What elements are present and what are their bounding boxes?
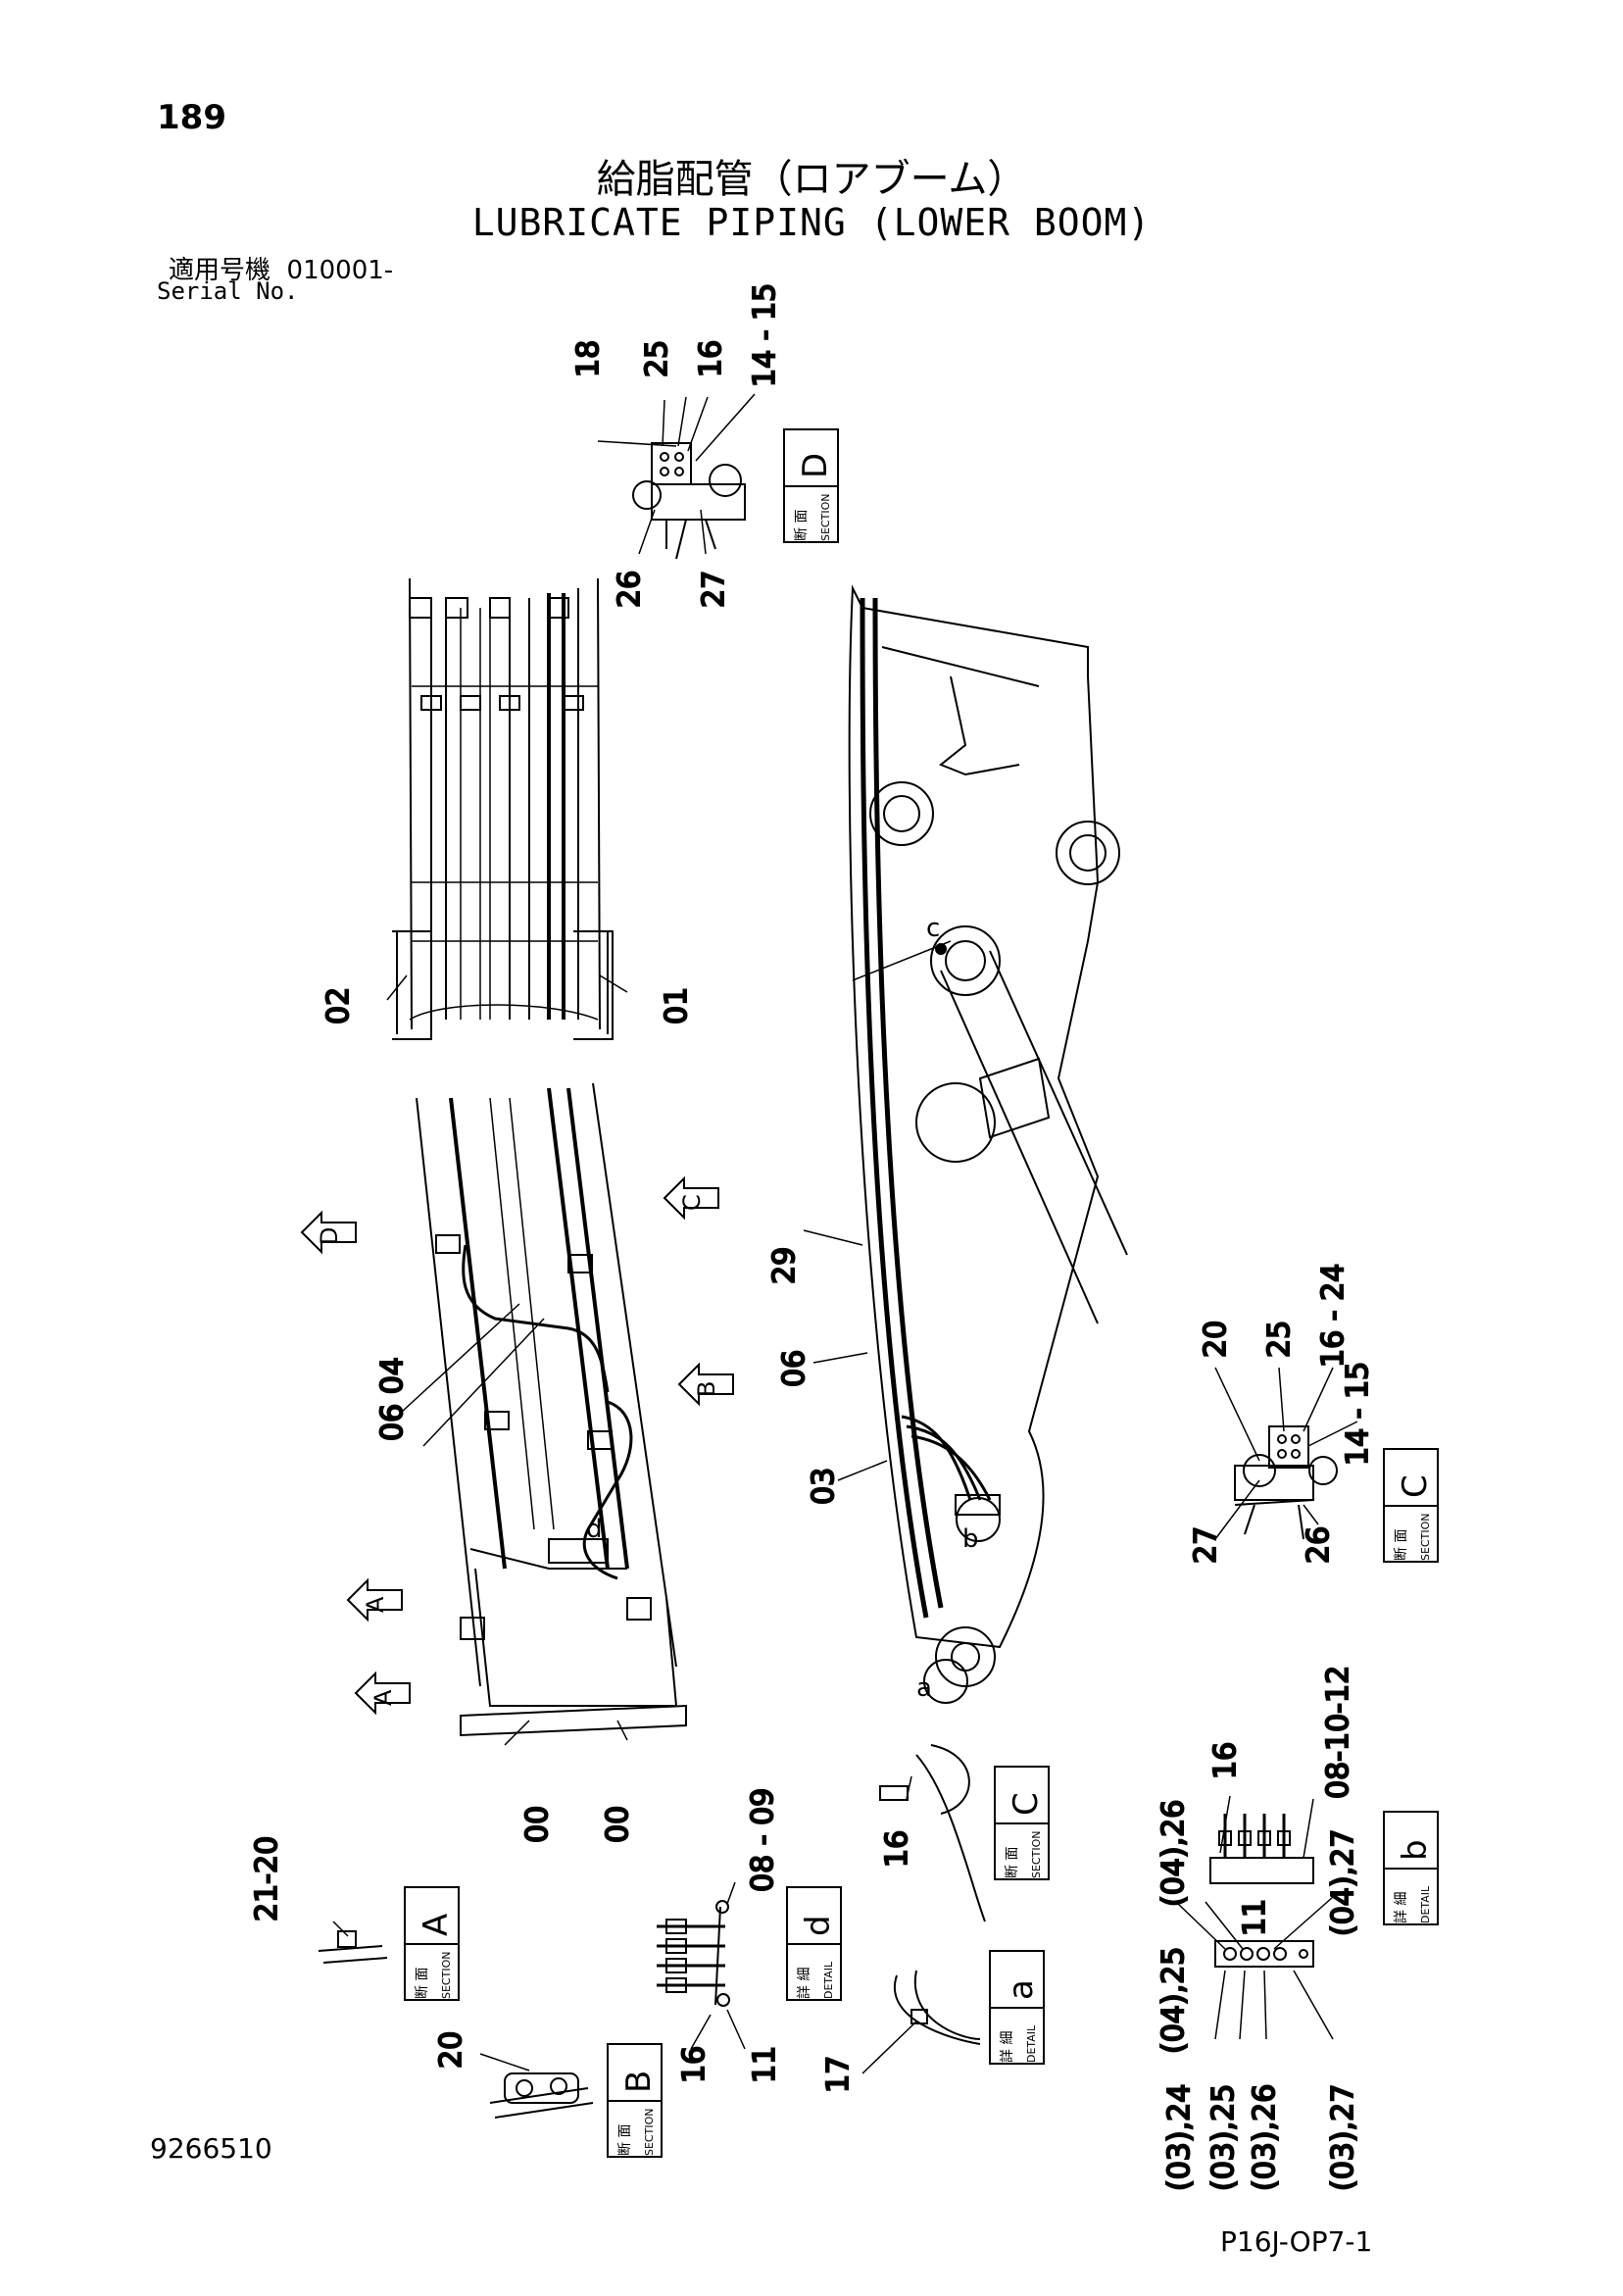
detail-d-ja: 詳 細 <box>797 1968 812 1999</box>
detail-b-view: 16 08-10-12 (04),26 (04),25 11 (04),27 (… <box>1156 1665 1439 2192</box>
detail-b-en: DETAIL <box>1419 1885 1432 1923</box>
serial-label-ja-text: 適用号機 <box>169 256 271 285</box>
callout-08-10-12: 08-10-12 <box>1321 1666 1355 1799</box>
section-d-ja: 断 面 <box>794 510 810 541</box>
callout-16: 16 <box>694 340 728 377</box>
callout-04-25: (04),25 <box>1156 1947 1191 2054</box>
section-a-letter: A <box>417 1914 456 1936</box>
section-b-ja: 断 面 <box>617 2124 633 2156</box>
callout-03-27: (03),27 <box>1326 2084 1360 2191</box>
section-d-letter: D <box>796 453 835 478</box>
callout-14-15-c: 14 - 15 <box>1341 1362 1375 1466</box>
callout-03-26: (03),26 <box>1248 2084 1282 2191</box>
callout-00-right: 00 <box>601 1806 635 1843</box>
callout-03-25: (03),25 <box>1206 2084 1241 2191</box>
mark-a: a <box>916 1673 932 1703</box>
page-code: P16J-OP7-1 <box>1220 2225 1373 2258</box>
serial-label-en: Serial No. <box>157 277 299 305</box>
callout-16-24: 16 - 24 <box>1316 1264 1351 1368</box>
detail-a-view: 17 a 詳 細 DETAIL <box>820 1950 1045 2094</box>
callout-03-24: (03),24 <box>1162 2084 1197 2191</box>
boom-side-view: c b a 29 06 03 <box>766 584 1128 1704</box>
callout-20: 20 <box>1199 1321 1233 1358</box>
section-c-en: SECTION <box>1419 1514 1432 1561</box>
callout-03: 03 <box>807 1468 841 1505</box>
arrow-d-label: D <box>316 1227 343 1245</box>
callout-01: 01 <box>660 987 694 1024</box>
detail-a-ja: 詳 細 <box>1000 2031 1015 2063</box>
section-b-view: 20 B 断 面 SECTION <box>433 2030 663 2158</box>
mark-d: d <box>586 1515 603 1544</box>
detail-d-letter: d <box>799 1915 838 1936</box>
section-c-small-ja: 断 面 <box>1005 1847 1020 1878</box>
section-c-view: 20 25 16 - 24 14 - 15 27 26 C 断 面 SECTIO… <box>1188 1263 1439 1565</box>
upper-boom-plan-view: 02 01 <box>320 577 695 1040</box>
section-c-ja: 断 面 <box>1394 1529 1409 1561</box>
document-id: 9266510 <box>150 2132 272 2165</box>
callout-16-b: 16 <box>1208 1742 1243 1779</box>
detail-a-en: DETAIL <box>1025 2024 1038 2063</box>
callout-04-27: (04),27 <box>1326 1829 1360 1936</box>
callout-14-15: 14 - 15 <box>748 283 782 387</box>
section-c-small-view: 16 C 断 面 SECTION <box>879 1744 1050 1922</box>
callout-17: 17 <box>821 2056 856 2093</box>
section-b-letter: B <box>619 2071 659 2093</box>
callout-18: 18 <box>571 340 606 377</box>
section-a-en: SECTION <box>440 1952 453 1999</box>
callout-26: 26 <box>613 571 647 608</box>
callout-08-09: 08 - 09 <box>746 1788 780 1892</box>
arrow-c-label: C <box>678 1194 706 1211</box>
callout-29: 29 <box>767 1247 802 1284</box>
view-arrows: D C B A A <box>300 1175 734 1716</box>
page-title-en: LUBRICATE PIPING (LOWER BOOM) <box>471 201 1152 244</box>
callout-25: 25 <box>640 340 674 377</box>
serial-value: 010001- <box>286 256 394 285</box>
section-d-view: 18 25 16 14 - 15 26 27 D 断 面 SECTION <box>570 282 839 609</box>
callout-02: 02 <box>321 987 356 1024</box>
detail-d-en: DETAIL <box>822 1961 835 1999</box>
arrow-b-label: B <box>693 1381 720 1397</box>
serial-label-ja: 適用号機 010001- <box>169 250 393 286</box>
arrow-a1-label: A <box>362 1596 389 1613</box>
lower-boom-plan-view: 06 04 00 00 d <box>374 1082 687 1844</box>
page-title-ja: 給脂配管（ロアブーム） <box>596 157 1027 202</box>
mark-c: c <box>926 914 940 943</box>
section-a-ja: 断 面 <box>415 1968 430 1999</box>
callout-04-26: (04),26 <box>1156 1800 1191 1907</box>
section-c-small-letter: C <box>1007 1792 1046 1816</box>
arrow-a2-label: A <box>369 1689 397 1706</box>
detail-a-letter: a <box>1002 1979 1041 2000</box>
callout-00-left: 00 <box>520 1806 555 1843</box>
callout-27-c: 27 <box>1189 1526 1223 1564</box>
section-b-en: SECTION <box>643 2109 656 2156</box>
callout-06-04: 06 04 <box>375 1357 410 1441</box>
page-number: 189 <box>157 98 226 137</box>
callout-11-d: 11 <box>748 2046 782 2083</box>
detail-b-ja: 詳 細 <box>1394 1892 1409 1923</box>
callout-16-sc: 16 <box>880 1830 914 1868</box>
callout-06: 06 <box>777 1350 812 1387</box>
callout-20-b: 20 <box>434 2031 468 2069</box>
section-c-small-en: SECTION <box>1030 1831 1043 1878</box>
callout-27: 27 <box>697 571 731 608</box>
callout-26-c: 26 <box>1302 1526 1336 1564</box>
section-c-letter: C <box>1396 1474 1435 1498</box>
section-a-view: 21-20 A 断 面 SECTION <box>249 1835 460 2001</box>
callout-16-d: 16 <box>677 2046 712 2083</box>
mark-b: b <box>962 1524 979 1554</box>
callout-21-20: 21-20 <box>250 1836 284 1922</box>
section-d-en: SECTION <box>819 494 832 541</box>
callout-25-c: 25 <box>1262 1321 1297 1358</box>
callout-11-b: 11 <box>1238 1899 1272 1936</box>
detail-d-view: 08 - 09 16 11 d 詳 細 DETAIL <box>657 1787 842 2084</box>
detail-b-letter: b <box>1396 1839 1435 1861</box>
